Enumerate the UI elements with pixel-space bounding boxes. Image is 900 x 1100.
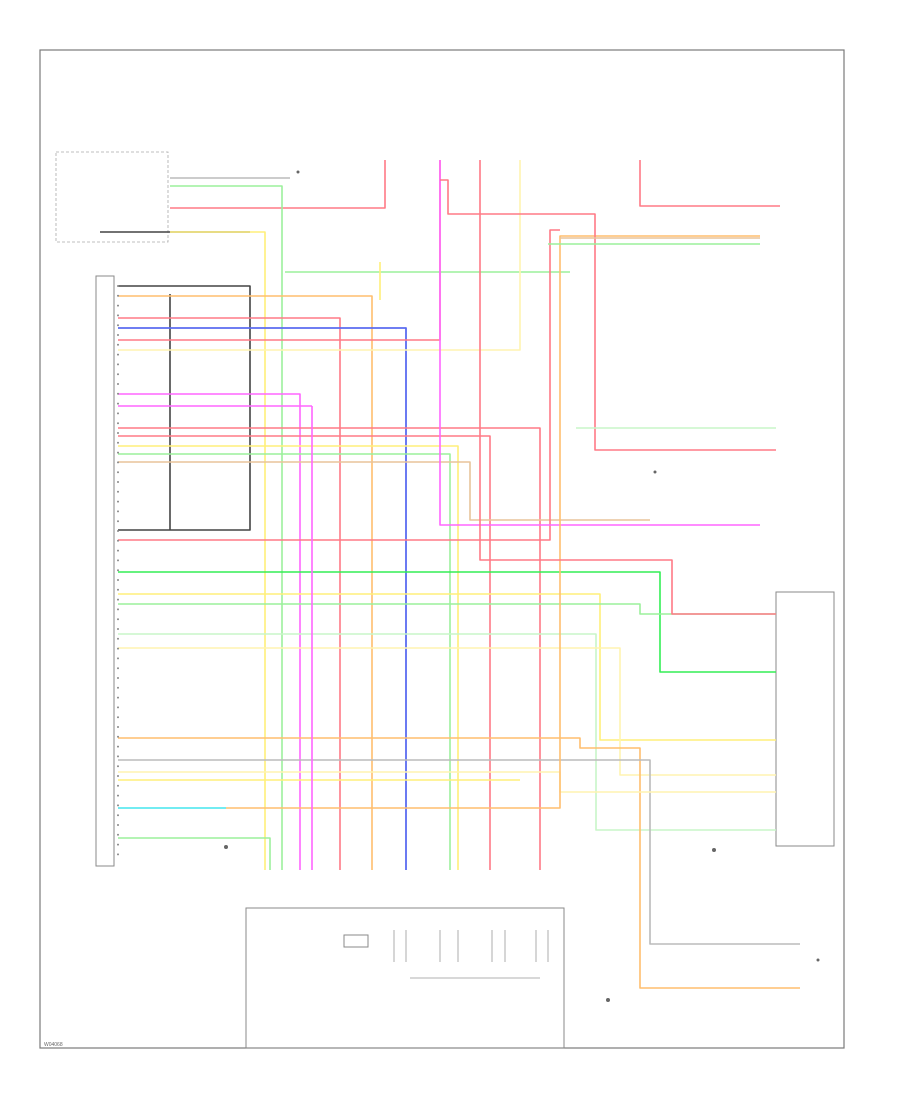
module-pin	[117, 814, 119, 817]
module-pin	[117, 833, 119, 836]
module-pin	[117, 285, 119, 287]
module-pin	[117, 608, 119, 611]
ground-symbols	[224, 170, 820, 1002]
wire-yellow-4	[170, 231, 266, 870]
wire-orange-8	[118, 295, 373, 870]
transmission-control-module	[95, 275, 115, 867]
wire-paleyellow-12	[118, 160, 521, 351]
module-pin	[117, 471, 119, 474]
module-pin	[117, 432, 119, 434]
module-pin	[117, 343, 119, 346]
wire-red-37	[479, 160, 776, 615]
module-pin	[117, 324, 119, 327]
module-pin	[117, 843, 119, 846]
module-pin	[117, 706, 119, 709]
module-pins	[117, 285, 119, 856]
wire-red-16	[118, 435, 491, 870]
right-switch-assembly	[775, 591, 835, 847]
module-pin	[117, 353, 119, 356]
instrument-cluster-outline	[55, 151, 169, 243]
module-pin	[117, 716, 119, 719]
diagram-frame	[39, 49, 845, 1049]
wire-green-33	[118, 837, 271, 870]
module-pin	[117, 804, 119, 807]
module-pin	[117, 579, 119, 581]
module-pin	[117, 784, 119, 787]
wire-lightgreen-25	[118, 633, 776, 831]
module-pin	[117, 765, 119, 768]
wire-red-36	[639, 160, 780, 207]
module-pin	[117, 696, 119, 699]
transmission-internal-symbols	[343, 930, 549, 979]
wire-blue-10	[118, 327, 407, 870]
wire-green-24	[118, 603, 776, 615]
module-pin	[117, 520, 119, 523]
wire-orange-32	[226, 235, 760, 809]
module-pin	[117, 559, 119, 562]
module-pin	[117, 745, 119, 748]
module-pin	[117, 334, 119, 336]
module-pin	[117, 451, 119, 454]
module-pin	[117, 422, 119, 425]
module-pin	[117, 500, 119, 503]
wire-pink-13	[118, 393, 301, 870]
wire-red-9	[118, 317, 341, 870]
wire-red-15	[118, 427, 541, 870]
wire-black-6	[118, 285, 251, 531]
module-pin	[117, 657, 119, 660]
module-pin	[117, 412, 119, 415]
wire-layer	[100, 160, 800, 989]
module-pin	[117, 461, 119, 464]
module-pin	[117, 824, 119, 826]
module-pin	[117, 510, 119, 513]
module-pin	[117, 304, 119, 307]
module-pin	[117, 726, 119, 728]
wire-green-18	[118, 453, 451, 870]
wire-yellow-17	[118, 445, 459, 870]
module-pin	[117, 628, 119, 630]
module-pin	[117, 549, 119, 552]
module-pin	[117, 402, 119, 405]
module-pin	[117, 481, 119, 483]
module-pin	[117, 539, 119, 542]
module-pin	[117, 294, 119, 297]
wire-orange-27	[118, 737, 800, 989]
module-pin	[117, 677, 119, 679]
wire-green-1	[170, 185, 283, 870]
module-pin	[117, 686, 119, 689]
wire-brightgreen-22	[118, 571, 776, 673]
wire-paleyellow-26	[118, 647, 776, 776]
module-pin	[117, 794, 119, 797]
wire-pink-21	[439, 160, 760, 526]
diagram-reference-code: W04068	[44, 1042, 63, 1048]
wire-red-20	[118, 229, 560, 541]
wire-red-34	[440, 179, 776, 451]
module-pin	[117, 667, 119, 670]
module-pin	[117, 588, 119, 591]
module-pin	[117, 598, 119, 601]
module-pin	[117, 441, 119, 444]
module-pin	[117, 853, 119, 856]
automatic-transmission-box	[245, 907, 565, 1049]
module-pin	[117, 569, 119, 572]
wire-yellow-23	[118, 593, 776, 741]
module-pin	[117, 775, 119, 777]
module-pin	[117, 314, 119, 317]
module-pin	[117, 735, 119, 738]
module-pin	[117, 530, 119, 532]
wire-tan-19	[118, 461, 650, 521]
module-pin	[117, 373, 119, 376]
module-pin	[117, 755, 119, 758]
module-pin	[117, 618, 119, 621]
module-pin	[117, 383, 119, 385]
module-pin	[117, 637, 119, 640]
wire-red-11	[118, 160, 441, 341]
module-pin	[117, 490, 119, 493]
wire-gray-28	[118, 759, 800, 945]
module-pin	[117, 363, 119, 366]
module-pin	[117, 392, 119, 395]
module-pin	[117, 647, 119, 650]
wire-red-0	[170, 160, 386, 209]
